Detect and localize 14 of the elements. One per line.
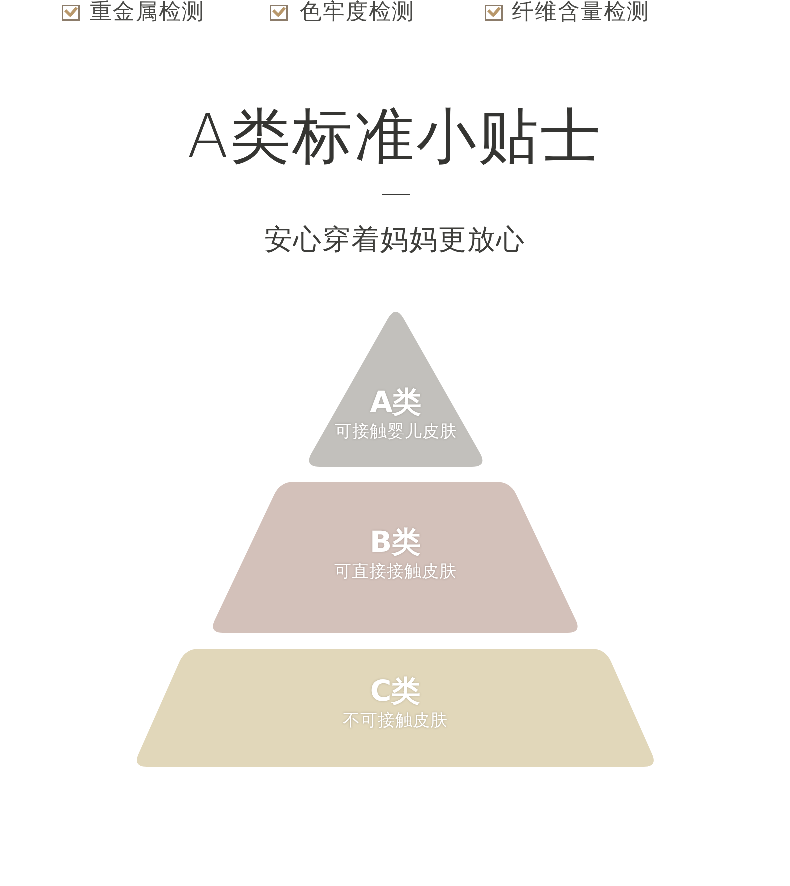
level-heading: B类: [370, 524, 422, 560]
checklist-item: 纤维含量检测: [512, 0, 650, 26]
level-description: 不可接触皮肤: [343, 710, 448, 733]
level-heading: A类: [370, 384, 422, 420]
pyramid-level: [213, 482, 578, 633]
level-description: 可接触婴儿皮肤: [334, 421, 458, 444]
pyramid-level: [137, 649, 654, 767]
checklist-item: 重金属检测: [90, 0, 205, 26]
checklist-item: 色牢度检测: [300, 0, 415, 26]
subtitle: 安心穿着妈妈更放心: [264, 222, 526, 258]
pyramid-level: [309, 312, 483, 467]
level-heading: C类: [370, 673, 421, 709]
level-description: 可直接接触皮肤: [334, 561, 457, 584]
title: A类标准小贴士: [187, 101, 603, 174]
